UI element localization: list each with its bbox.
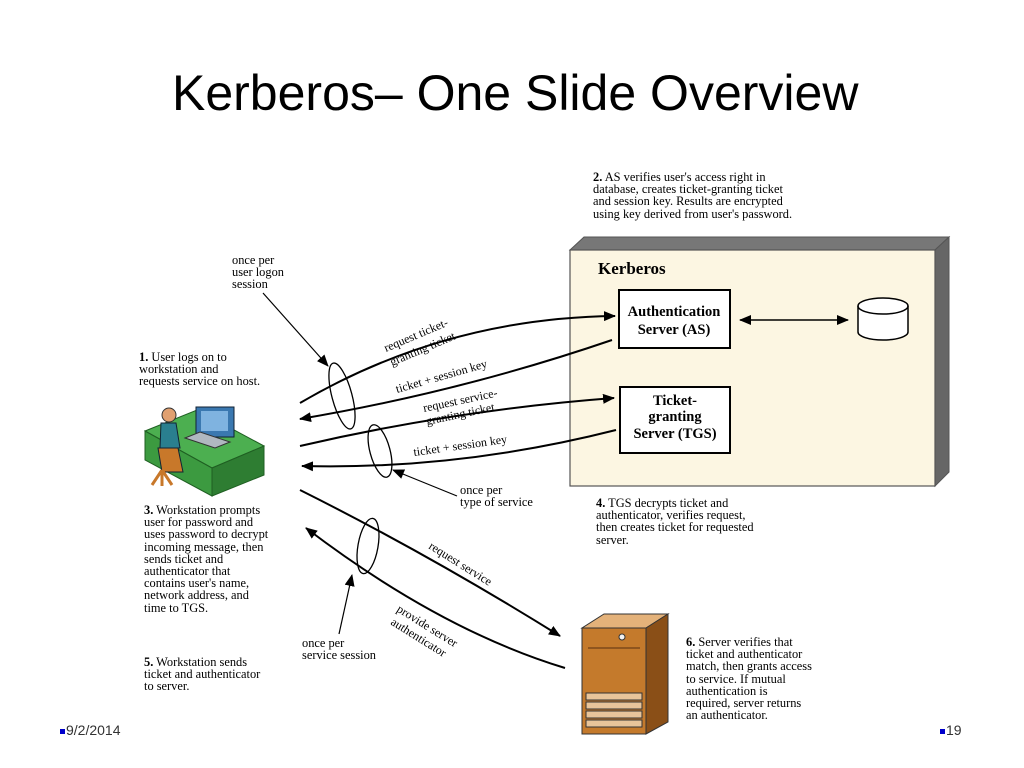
arrow-request-sgt — [299, 393, 615, 447]
server-icon — [580, 613, 670, 735]
as-line2: Server (AS) — [638, 322, 711, 338]
kerberos-label: Kerberos — [598, 259, 666, 278]
step-6-note: 6. Server verifies that ticket and authe… — [686, 635, 812, 723]
step-5-note: 5. Workstation sends ticket and authenti… — [144, 655, 261, 694]
step-2-note: 2. AS verifies user's access right in da… — [593, 170, 793, 221]
as-box: Authentication Server (AS) — [618, 289, 731, 349]
tgs-box: Ticket- granting Server (TGS) — [619, 386, 731, 454]
tgs-line2: granting — [648, 409, 702, 425]
database-icon — [857, 297, 909, 341]
bullet-icon — [60, 729, 65, 734]
footer-page-number: 19 — [940, 722, 962, 738]
callout-ellipses — [328, 362, 393, 575]
tgs-line1: Ticket- — [653, 393, 697, 409]
bullet-icon — [940, 729, 945, 734]
arrow-request-tgt — [299, 311, 616, 404]
step-3-note: 3. Workstation prompts user for password… — [144, 503, 269, 615]
arrow-provide-auth — [305, 527, 566, 669]
message-arrows — [299, 311, 617, 669]
tgs-line3: Server (TGS) — [633, 426, 716, 442]
arrow-ticket-session-1 — [299, 339, 613, 423]
footer-date: 9/2/2014 — [60, 722, 121, 738]
as-line1: Authentication — [628, 304, 721, 320]
step-4-note: 4. TGS decrypts ticket and authenticator… — [596, 496, 754, 547]
arrow-ticket-session-2 — [301, 429, 617, 472]
workstation-icon — [143, 406, 266, 497]
arrow-request-service — [299, 489, 561, 637]
callout-pointers — [262, 292, 458, 635]
slide-title: Kerberos– One Slide Overview — [172, 65, 859, 121]
